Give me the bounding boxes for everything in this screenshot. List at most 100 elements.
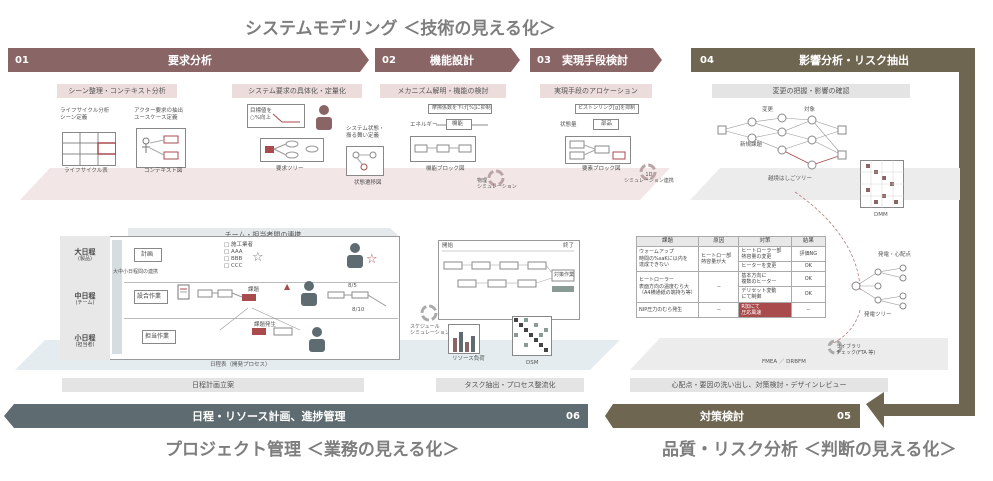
resource-caption: リソース負荷 — [452, 356, 485, 362]
elem-block-diagram-icon — [565, 136, 631, 164]
schedule-sim-icon — [420, 304, 438, 322]
context-diagram-icon — [136, 128, 186, 168]
fmea-row: ヒートローラー 表面方向の温度むら大 （A4横通紙の端持ち等） － 基本方向に … — [635, 270, 827, 303]
state-diagram-icon — [346, 146, 384, 176]
vertical-link-bar — [112, 240, 122, 354]
component-label: 部品 — [601, 121, 613, 127]
func-block-diagram-icon — [410, 136, 476, 162]
dsm-matrix-icon — [512, 316, 552, 356]
sim-physical-label: 物理 シミュレーション — [477, 178, 517, 191]
phase-04-banner: 04 影響分析・リスク抽出 — [700, 54, 909, 67]
vertical-link-label: 大中小日程間の連携 — [113, 269, 158, 276]
person-icon-mid — [301, 281, 317, 306]
fmea-row: NIP圧力のむら発生 － R加にて 圧応風速 － — [635, 301, 827, 319]
plan-label-mid: 設合作業 — [137, 293, 162, 300]
row-mid: 中日程(チーム) — [74, 292, 96, 307]
date-1: 8/5 — [348, 283, 357, 289]
row-big: 大日程(製品) — [74, 248, 96, 263]
sub-header-change: 変更の把握・影響の確認 — [712, 84, 910, 98]
small-schedule-lines — [219, 307, 301, 336]
schedule-chart-caption: 日程表（開発プロセス） — [210, 362, 271, 368]
phase-05-banner: 対策検討 05 — [700, 410, 851, 423]
library-label: ライブラリ チェック(FTA 等) — [836, 344, 876, 357]
star-icon-red: ☆ — [366, 252, 378, 267]
phase-05-arrow — [605, 404, 860, 428]
document-icon — [177, 284, 190, 300]
worry-tree-icon — [851, 264, 907, 310]
fmea-caption: FMEA ／ DRBFM — [762, 359, 806, 365]
energy-label: エネルギー — [410, 122, 438, 128]
sub-header-requirements: システム要求の具体化・定量化 — [232, 84, 362, 98]
schedule-sim-label: スケジュール シミュレーション — [410, 324, 450, 337]
alloc-note-box — [575, 104, 639, 114]
person-icon — [316, 105, 332, 130]
worry-tree-caption: 発電ツリー — [864, 312, 892, 318]
action-label: 対策作業 — [554, 272, 575, 278]
req-tree-icon — [260, 138, 324, 162]
req-note: 目標値を ○%向上 — [250, 108, 273, 121]
req-chart-icon — [272, 113, 300, 123]
date-2: 8/10 — [352, 307, 365, 313]
function-label: 機能 — [452, 121, 464, 127]
title-project-management: プロジェクト管理 ＜業務の見える化＞ — [165, 440, 460, 460]
phase-03-banner: 03 実現手段検討 — [537, 54, 628, 67]
fmea-row: ウォームアップ 時間の%saKに以内を 達成できない ヒートロー部 熱容量が大 … — [635, 245, 827, 272]
task-list: □ 施工業者 □ AAA □ BBB □ CCC — [224, 242, 253, 269]
resource-chart-icon — [448, 324, 480, 354]
person-icon-big — [347, 243, 363, 268]
lifecycle-label: ライフサイクル分析 シーン定義 — [60, 108, 110, 121]
fmea-row: ヒーターを変更 OK — [637, 261, 827, 272]
process-flow-icon — [442, 250, 575, 292]
person-icon-small — [309, 327, 325, 352]
sim-cycle-icon — [487, 169, 505, 187]
context-diagram-caption: コンテキスト図 — [144, 168, 183, 174]
change-label: 変更 — [762, 107, 774, 113]
warning-icon: ▲ — [284, 282, 291, 291]
mid-schedule-blocks — [197, 289, 256, 301]
phase-03-arrow — [530, 48, 662, 72]
alloc-note: ピストンリング[g]を抑制 — [578, 105, 636, 111]
sim-1d-cycle-icon — [639, 163, 657, 181]
impact-network-icon — [717, 113, 847, 170]
worry-label: 発電・心配点 — [878, 252, 912, 258]
plan-box-small — [142, 330, 176, 344]
new-issue-label: 新規課題 — [740, 142, 763, 148]
func-arrows — [436, 124, 488, 126]
sub-header-allocation: 実現手段のアロケーション — [540, 84, 652, 98]
dmm-matrix-icon — [860, 160, 904, 208]
plan-box-mid — [134, 290, 168, 304]
title-system-modeling: システムモデリング ＜技術の見える化＞ — [245, 19, 556, 39]
sim-1d-label: 1D シミュレーション連携 — [624, 172, 674, 185]
bar-task-extraction: タスク抽出・プロセス整流化 — [436, 378, 584, 392]
bar-design-review: 心配点・要因の洗い出し、対策検討・デザインレビュー — [630, 378, 888, 392]
state-var-label: 状態量 — [560, 122, 577, 128]
req-tree-caption: 要求ツリー — [276, 166, 304, 172]
plan-box-big — [134, 248, 162, 262]
sub-header-scene: シーン整理・コンテキスト分析 — [57, 84, 177, 98]
goal-label: 終了 — [563, 243, 575, 249]
star-icon: ☆ — [252, 250, 264, 265]
lifecycle-table-icon — [62, 132, 116, 166]
elem-block-caption: 要素ブロック図 — [582, 166, 621, 172]
phase-01-arrow — [8, 48, 369, 72]
fmea-table: 課題 原因 対策 結果 ウォームアップ 時間の%saKに以内を 達成できない ヒ… — [635, 236, 827, 319]
row-small: 小日程(担当者) — [74, 334, 96, 349]
phase-02-arrow — [375, 48, 520, 72]
mech-note: 摩擦係数を下げ[%]に抑制 — [432, 105, 491, 111]
phase-04-arrow — [691, 48, 975, 72]
plan-label-small: 担当作業 — [145, 333, 170, 340]
state-label: システム状態・ 振る舞い定義 — [346, 126, 385, 139]
target-label: 対象 — [804, 107, 816, 113]
phase-02-banner: 02 機能設計 — [382, 54, 474, 67]
state-diagram-caption: 状態遷移図 — [354, 180, 382, 186]
sub-header-mechanism: メカニズム解明・機能の検討 — [380, 84, 506, 98]
start-label: 開始 — [442, 243, 454, 249]
phase-06-arrow — [4, 404, 588, 428]
library-cycle-icon — [827, 339, 843, 355]
phase-01-banner: 01 要求分析 — [15, 54, 212, 67]
dashed-link-lines — [794, 191, 861, 346]
issue2-label: 課題発生 — [254, 322, 277, 328]
function-box — [446, 119, 472, 130]
func-block-caption: 機能ブロック図 — [426, 166, 465, 172]
